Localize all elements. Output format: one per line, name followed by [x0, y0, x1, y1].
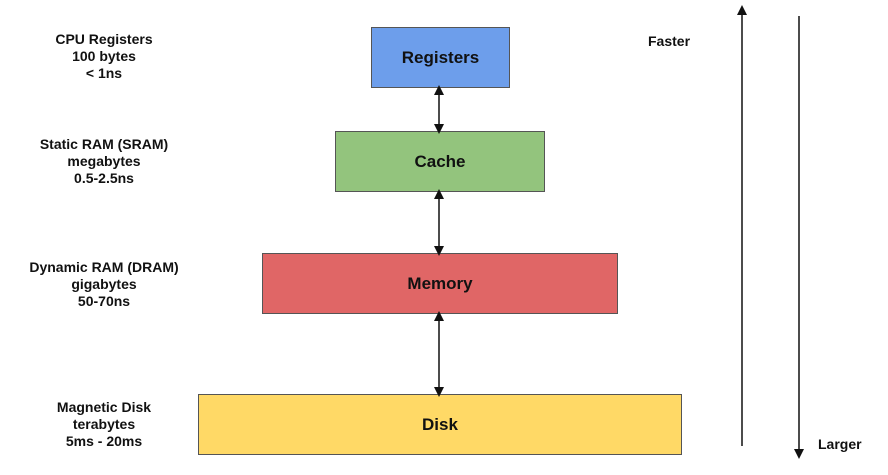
disk-description: Magnetic Disk terabytes 5ms - 20ms	[20, 399, 188, 450]
cache-description: Static RAM (SRAM) megabytes 0.5-2.5ns	[20, 136, 188, 187]
registers-description: CPU Registers 100 bytes < 1ns	[20, 31, 188, 82]
memory-box-label: Memory	[407, 273, 473, 293]
disk-box-label: Disk	[422, 414, 458, 434]
memory-description: Dynamic RAM (DRAM) gigabytes 50-70ns	[8, 259, 200, 310]
disk-size: terabytes	[72, 416, 136, 432]
faster-label: Faster	[648, 33, 691, 49]
larger-label: Larger	[818, 436, 862, 452]
disk-latency: 5ms - 20ms	[65, 433, 143, 449]
cache-box-label: Cache	[414, 151, 466, 171]
registers-size: 100 bytes	[72, 48, 136, 64]
memory-latency: 50-70ns	[77, 293, 131, 309]
registers-tech: CPU Registers	[55, 31, 153, 47]
memory-size: gigabytes	[71, 276, 137, 292]
registers-latency: < 1ns	[85, 65, 123, 81]
memory-box: Memory	[262, 253, 618, 314]
disk-tech: Magnetic Disk	[56, 399, 152, 415]
registers-box-label: Registers	[401, 47, 480, 67]
cache-box: Cache	[335, 131, 545, 192]
registers-box: Registers	[371, 27, 510, 88]
cache-size: megabytes	[67, 153, 141, 169]
cache-tech: Static RAM (SRAM)	[39, 136, 169, 152]
memory-tech: Dynamic RAM (DRAM)	[29, 259, 179, 275]
cache-latency: 0.5-2.5ns	[74, 170, 134, 186]
